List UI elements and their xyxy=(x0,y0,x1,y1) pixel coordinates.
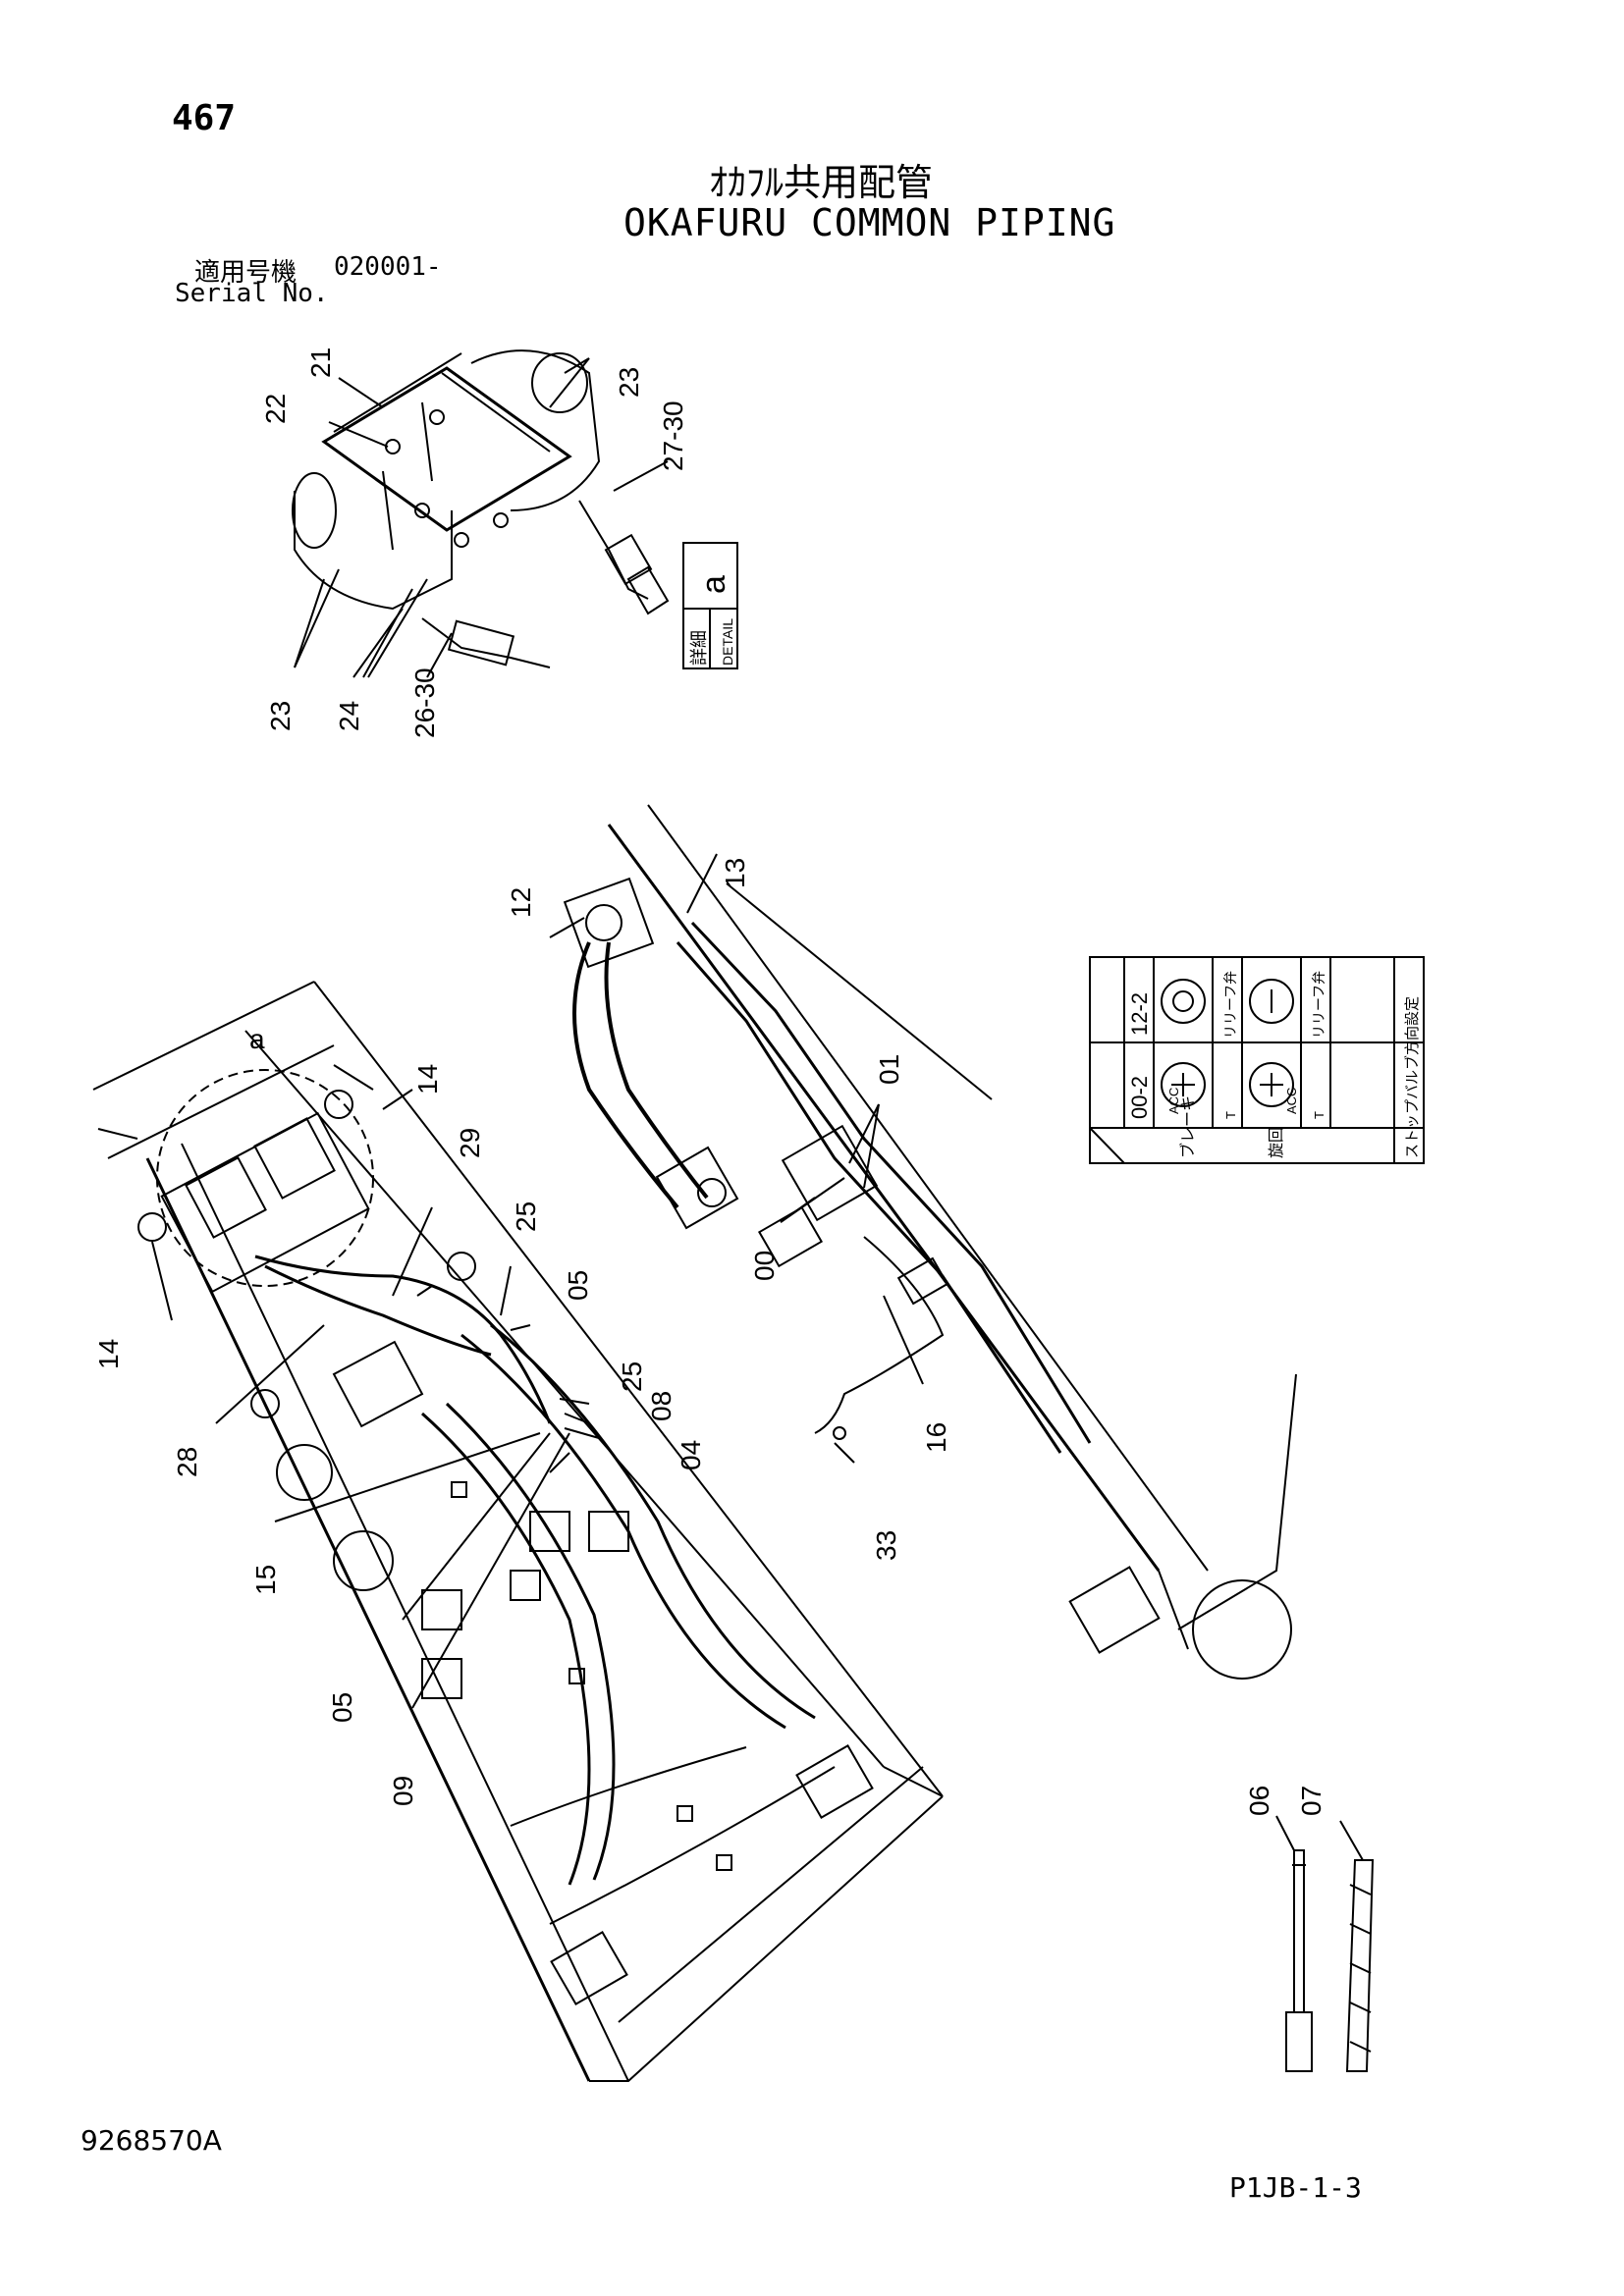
serial-label-en: Serial No. xyxy=(175,279,329,308)
table-acc: ACC xyxy=(1166,1088,1181,1114)
callout-23: 23 xyxy=(265,701,296,731)
page-code: P1JB-1-3 xyxy=(1229,2171,1362,2204)
callout-01: 01 xyxy=(874,1054,904,1085)
detail-view-a xyxy=(292,349,670,678)
drawing-number: 9268570A xyxy=(81,2124,222,2157)
callout-33: 33 xyxy=(871,1530,901,1561)
page-number: 467 xyxy=(172,98,237,138)
callout-22: 22 xyxy=(260,394,291,424)
page-title-jp: ｵｶﾌﾙ共用配管 xyxy=(709,161,934,204)
detail-label-en: DETAIL xyxy=(720,618,735,666)
main-assembly xyxy=(92,804,1297,2082)
table-relief-valve: リリーフ弁 xyxy=(1222,971,1238,1039)
table-t: T xyxy=(1312,1111,1326,1119)
table-col-12: 12-2 xyxy=(1127,992,1152,1036)
callout-27-30: 27-30 xyxy=(658,400,688,471)
page-title: OKAFURU COMMON PIPING xyxy=(623,201,1116,244)
detail-box xyxy=(682,542,738,669)
table-relief-valve: リリーフ弁 xyxy=(1311,971,1326,1039)
table-row-brake: ブレーキ xyxy=(1178,1095,1197,1158)
callout-14: 14 xyxy=(412,1064,443,1095)
table-col-00: 00-2 xyxy=(1127,1076,1152,1119)
serial-value: 020001- xyxy=(334,252,442,282)
callout-26-30: 26-30 xyxy=(409,667,440,738)
callout-07: 07 xyxy=(1296,1786,1326,1816)
callout-06: 06 xyxy=(1244,1786,1274,1816)
part-06-07 xyxy=(1275,1815,1375,2072)
callout-09: 09 xyxy=(388,1776,418,1806)
callout-25: 25 xyxy=(617,1362,647,1392)
callout-05: 05 xyxy=(563,1270,593,1301)
detail-callout-a: a xyxy=(249,1024,265,1054)
callout-08: 08 xyxy=(646,1391,677,1421)
table-row-outrigger: 旋回 xyxy=(1268,1127,1285,1158)
table-acc: ACC xyxy=(1284,1088,1299,1114)
callout-05: 05 xyxy=(327,1692,357,1723)
callout-13: 13 xyxy=(720,858,750,888)
detail-label-jp: 詳細 xyxy=(689,630,709,666)
callout-12: 12 xyxy=(506,887,536,918)
table-t: T xyxy=(1223,1111,1238,1119)
callout-04: 04 xyxy=(676,1440,706,1470)
callout-23: 23 xyxy=(614,367,644,398)
callout-25: 25 xyxy=(511,1201,541,1232)
callout-28: 28 xyxy=(172,1447,202,1477)
callout-16: 16 xyxy=(921,1422,951,1453)
callout-15: 15 xyxy=(250,1565,281,1595)
callout-14: 14 xyxy=(93,1339,124,1369)
callout-21: 21 xyxy=(305,347,336,378)
detail-letter: a xyxy=(695,575,732,594)
serial-label-jp: 適用号機 xyxy=(194,258,298,288)
callout-29: 29 xyxy=(455,1128,485,1158)
callout-00: 00 xyxy=(749,1251,780,1281)
table-footer: ストップバルブ方向設定 xyxy=(1403,996,1421,1158)
callout-24: 24 xyxy=(334,701,364,731)
settings-table xyxy=(1089,956,1425,1164)
